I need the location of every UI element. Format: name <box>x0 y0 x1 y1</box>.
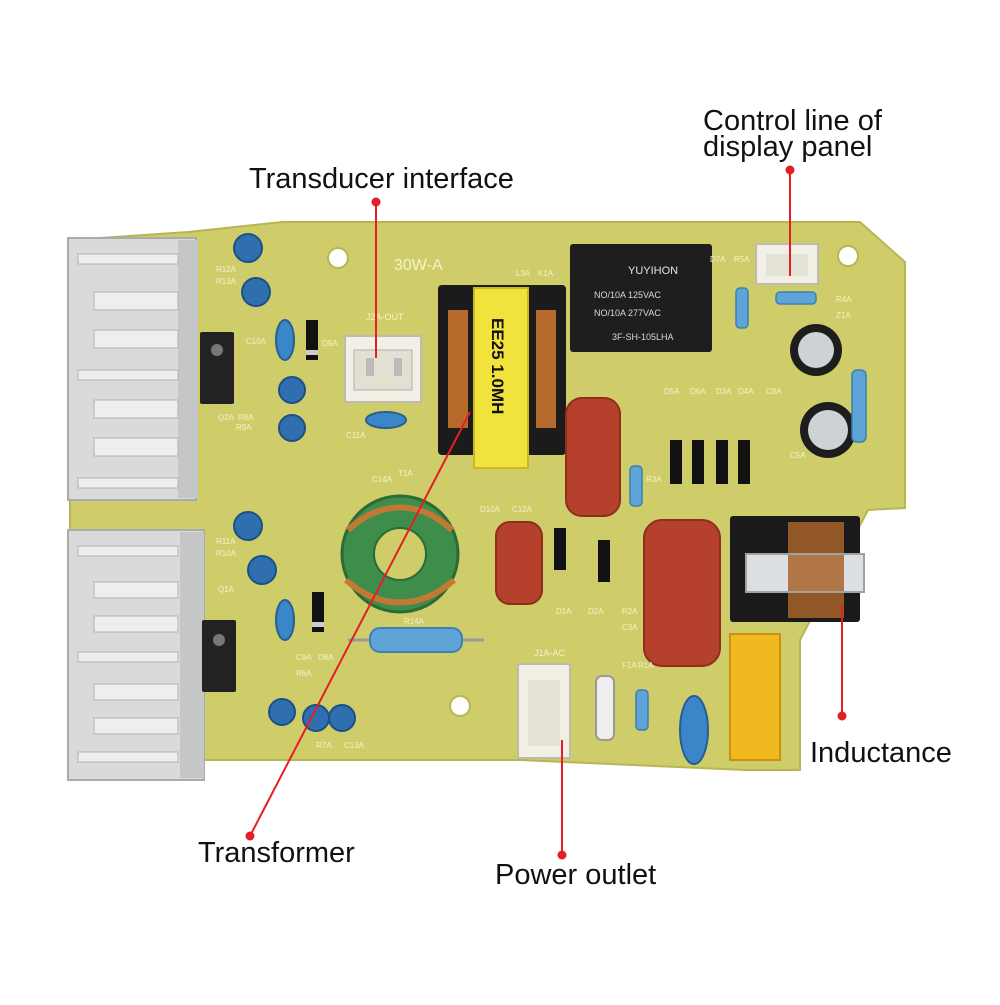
label-inductance: Inductance <box>810 737 952 769</box>
connector-display-panel <box>755 243 819 285</box>
silk-c13a: C13A <box>344 741 365 750</box>
label-transformer: Transformer <box>198 837 355 869</box>
silk-d10a: D10A <box>480 505 501 514</box>
electrolytic-capacitors <box>790 324 856 458</box>
relay-yuyihon: YUYIHON NO/10A 125VAC NO/10A 277VAC 3F-S… <box>570 244 712 352</box>
inductor <box>730 516 865 622</box>
film-capacitors <box>495 397 721 667</box>
label-control-line: Control line of display panel <box>703 105 882 163</box>
silk-d3a: D3A <box>716 387 732 396</box>
silk-d6a: D6A <box>690 387 706 396</box>
silk-r13a: R13A <box>216 277 237 286</box>
silk-r2a: R2A <box>622 607 638 616</box>
silk-d5a: D5A <box>664 387 680 396</box>
blue-capacitors <box>233 233 356 732</box>
silk-c5a: C5A <box>790 451 806 460</box>
label-power-outlet: Power outlet <box>495 859 657 891</box>
silk-r5a: R5A <box>734 255 750 264</box>
yellow-safety-capacitor <box>729 633 781 761</box>
silk-c14a: C14A <box>372 475 393 484</box>
relay-rating-2: NO/10A 277VAC <box>594 308 661 318</box>
silk-f1a: F1A <box>622 661 637 670</box>
silk-q1a: Q1A <box>218 585 235 594</box>
silk-c3a: C3A <box>622 623 638 632</box>
silk-r7a: R7A <box>316 741 332 750</box>
callout-dots <box>245 165 847 860</box>
dot-inductance <box>837 711 847 721</box>
silk-c10a: C10A <box>246 337 267 346</box>
label-control-line-1: Control line of <box>703 105 882 137</box>
silk-r9a: R9A <box>236 423 252 432</box>
fuse-f1a <box>595 675 615 741</box>
board-model: 30W-A <box>394 257 443 274</box>
silk-c8a: C8A <box>766 387 782 396</box>
callout-lines <box>249 170 843 855</box>
silk-r3a: R3A <box>646 475 662 484</box>
silk-k1a: K1A <box>538 269 554 278</box>
transformer-ee25: EE25 1.0MH <box>438 285 566 469</box>
transformer-marking: EE25 1.0MH <box>488 318 507 414</box>
leader-transformer <box>249 411 471 837</box>
silk-r6a: R6A <box>296 669 312 678</box>
silk-d8a: D8A <box>318 653 334 662</box>
silk-d7a: D7A <box>710 255 726 264</box>
transistor-q1a <box>202 620 236 692</box>
silk-z1a: Z1A <box>836 311 851 320</box>
silk-d9a: D9A <box>322 339 338 348</box>
silk-r10a: R10A <box>216 549 237 558</box>
label-control-line-2: display panel <box>703 131 873 163</box>
silk-j1a-ac: J1A-AC <box>534 648 566 658</box>
dot-control-line <box>785 165 795 175</box>
silk-c11a: C11A <box>346 431 366 440</box>
silk-r4a: R4A <box>836 295 852 304</box>
silk-q2a: Q2A <box>218 413 235 422</box>
silk-d1a: D1A <box>556 607 572 616</box>
silk-r1a: R1A <box>638 661 654 670</box>
dot-transducer <box>371 197 381 207</box>
heatsink-top <box>67 237 198 501</box>
silk-l3a: L3A <box>516 269 531 278</box>
silk-d2a: D2A <box>588 607 604 616</box>
relay-brand: YUYIHON <box>628 265 678 277</box>
ceramic-capacitors <box>275 319 709 765</box>
silk-d4a: D4A <box>738 387 754 396</box>
transistor-q2a <box>200 332 234 404</box>
silk-r11a: R11A <box>216 537 236 546</box>
heatsink-bottom <box>67 529 205 781</box>
silk-t1a: T1A <box>398 469 413 478</box>
resistor-r14a <box>348 627 484 653</box>
connector-j2a-out <box>344 335 422 403</box>
diodes <box>306 320 750 632</box>
silk-c12a: C12A <box>512 505 533 514</box>
mounting-holes <box>327 245 859 717</box>
toroid-t1a <box>340 494 460 614</box>
small-resistors <box>629 287 867 731</box>
dot-transformer <box>245 831 255 841</box>
silk-j2a-out: J2A-OUT <box>366 312 404 322</box>
dot-power-outlet <box>557 850 567 860</box>
label-transducer-interface: Transducer interface <box>249 163 514 195</box>
silk-r12a: R12A <box>216 265 237 274</box>
silk-r8a: R8A <box>238 413 254 422</box>
silk-c9a: C9A <box>296 653 312 662</box>
relay-rating-1: NO/10A 125VAC <box>594 290 661 300</box>
silk-r14a: R14A <box>404 617 425 626</box>
relay-model: 3F-SH-105LHA <box>612 332 674 342</box>
